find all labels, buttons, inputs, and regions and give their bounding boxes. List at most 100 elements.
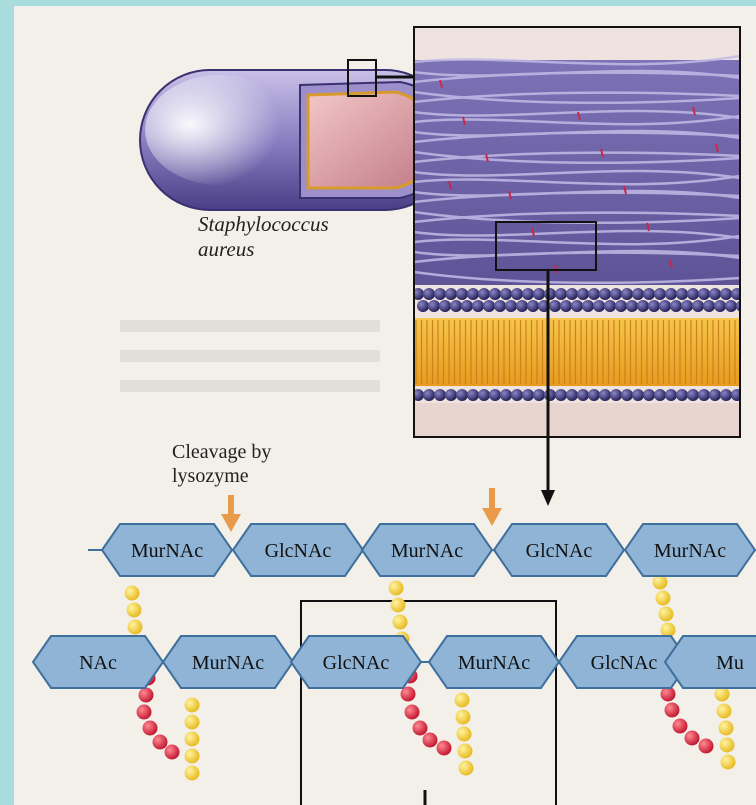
- lipid-head: [703, 300, 715, 312]
- lipid-head: [478, 389, 490, 401]
- lipid-head: [720, 389, 732, 401]
- lipid-head: [681, 300, 693, 312]
- lipid-head: [560, 300, 572, 312]
- lipid-head: [593, 300, 605, 312]
- lipid-head: [626, 300, 638, 312]
- amino-acid-yellow: [458, 744, 473, 759]
- amino-acid-yellow: [185, 732, 200, 747]
- amino-acid-yellow: [721, 755, 736, 770]
- amino-acid-red: [405, 705, 420, 720]
- lipid-head: [731, 389, 743, 401]
- amino-acid-red: [673, 719, 688, 734]
- amino-acid-yellow: [656, 591, 671, 606]
- lipid-head: [643, 288, 655, 300]
- amino-acid-yellow: [717, 704, 732, 719]
- amino-acid-yellow: [389, 581, 404, 596]
- lipid-head: [582, 300, 594, 312]
- amino-acid-yellow: [659, 607, 674, 622]
- amino-acid-yellow: [128, 620, 143, 635]
- lipid-head: [511, 288, 523, 300]
- lipid-head: [472, 300, 484, 312]
- lipid-head: [610, 389, 622, 401]
- sugar-label: Mu: [716, 652, 744, 674]
- sugar-hexagon: MurNAc: [625, 524, 755, 576]
- lipid-head: [456, 288, 468, 300]
- amino-acid-red: [685, 731, 700, 746]
- lipid-head: [577, 288, 589, 300]
- lipid-head: [654, 288, 666, 300]
- organism-label: Staphylococcus aureus: [198, 212, 329, 262]
- cleavage-line1: Cleavage by: [172, 440, 271, 464]
- cleavage-line2: lysozyme: [172, 464, 271, 488]
- lipid-head: [599, 288, 611, 300]
- lipid-head: [615, 300, 627, 312]
- lipid-head: [709, 389, 721, 401]
- repeat-unit-box: [301, 601, 556, 805]
- lipid-head: [676, 288, 688, 300]
- amino-acid-yellow: [455, 693, 470, 708]
- lipid-head: [621, 389, 633, 401]
- amino-acid-red: [139, 688, 154, 703]
- lipid-head: [423, 288, 435, 300]
- lipid-head: [445, 288, 457, 300]
- sugar-hexagon: GlcNAc: [233, 524, 363, 576]
- lipid-head: [483, 300, 495, 312]
- lipid-head: [533, 288, 545, 300]
- lipid-head: [698, 389, 710, 401]
- lipid-head: [505, 300, 517, 312]
- lipid-head: [516, 300, 528, 312]
- cytoplasm: [414, 403, 740, 437]
- amino-acid-red: [423, 733, 438, 748]
- lipid-head: [588, 288, 600, 300]
- lipid-head: [522, 288, 534, 300]
- amino-acid-yellow: [185, 749, 200, 764]
- amino-acid-yellow: [185, 715, 200, 730]
- lipid-head: [500, 288, 512, 300]
- sugar-hexagon: MurNAc: [362, 524, 492, 576]
- lipid-head: [527, 300, 539, 312]
- lipid-head: [709, 288, 721, 300]
- lipid-head: [456, 389, 468, 401]
- amino-acid-yellow: [457, 727, 472, 742]
- lipid-head: [731, 288, 743, 300]
- sugar-label: MurNAc: [192, 652, 264, 674]
- amino-acid-yellow: [125, 586, 140, 601]
- lipid-head: [467, 288, 479, 300]
- lipid-head: [599, 389, 611, 401]
- lipid-head: [489, 389, 501, 401]
- lipid-head: [665, 389, 677, 401]
- lipid-head: [461, 300, 473, 312]
- glycan-chain-bottom: NAcMurNAcGlcNAcMurNAcGlcNAcMu: [33, 636, 756, 688]
- lipid-head: [736, 300, 748, 312]
- lipid-head: [445, 389, 457, 401]
- sugar-hexagon: GlcNAc: [291, 636, 421, 688]
- lipid-head: [687, 389, 699, 401]
- sugar-label: GlcNAc: [323, 652, 390, 674]
- amino-acid-yellow: [456, 710, 471, 725]
- lipid-head: [533, 389, 545, 401]
- lipid-head: [489, 288, 501, 300]
- cleavage-label: Cleavage by lysozyme: [172, 440, 271, 488]
- amino-acid-yellow: [185, 698, 200, 713]
- sugar-hexagon: GlcNAc: [494, 524, 624, 576]
- lipid-head: [549, 300, 561, 312]
- lipid-head: [494, 300, 506, 312]
- lipid-head: [434, 389, 446, 401]
- down-arrow: [541, 490, 555, 506]
- lipid-head: [522, 389, 534, 401]
- lipid-head: [692, 300, 704, 312]
- amino-acid-red: [137, 705, 152, 720]
- organism-species: aureus: [198, 237, 329, 262]
- lipid-head: [478, 288, 490, 300]
- amino-acid-yellow: [459, 761, 474, 776]
- amino-acid-red: [665, 703, 680, 718]
- sugar-label: MurNAc: [391, 540, 463, 562]
- sugar-label: MurNAc: [131, 540, 203, 562]
- lipid-head: [555, 288, 567, 300]
- amino-acid-yellow: [127, 603, 142, 618]
- lipid-head: [687, 288, 699, 300]
- lipid-head: [637, 300, 649, 312]
